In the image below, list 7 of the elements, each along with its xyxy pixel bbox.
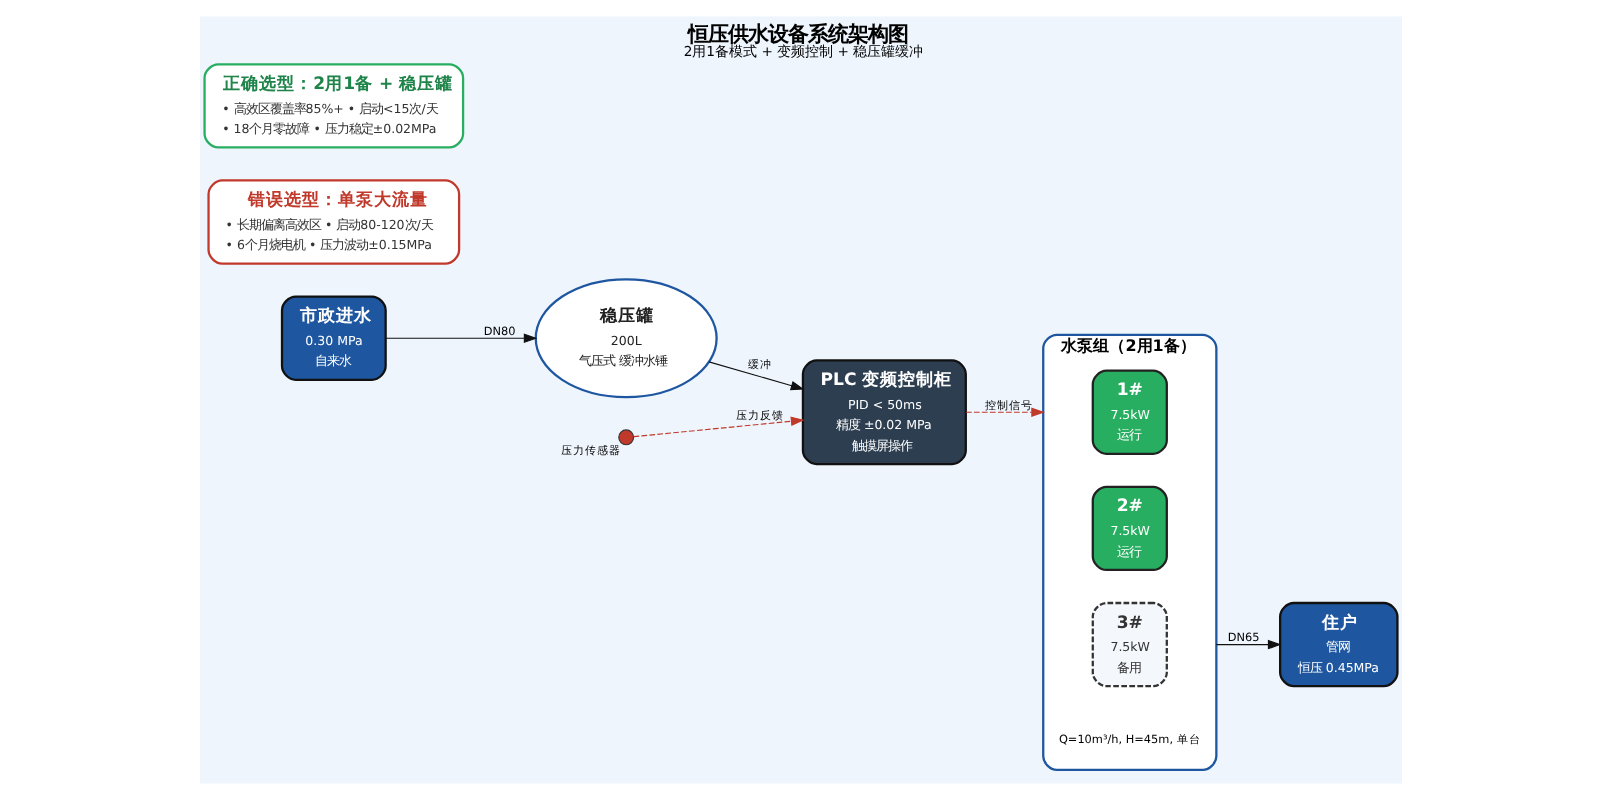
- arrow: [384, 333, 537, 343]
- arrow: [707, 361, 804, 391]
- arrow: [632, 416, 804, 438]
- arrow: [1214, 639, 1281, 650]
- arrow: [964, 407, 1044, 418]
- node-circle: [617, 429, 634, 446]
- diagram-title: 恒压供水设备系统架构图: [686, 22, 907, 47]
